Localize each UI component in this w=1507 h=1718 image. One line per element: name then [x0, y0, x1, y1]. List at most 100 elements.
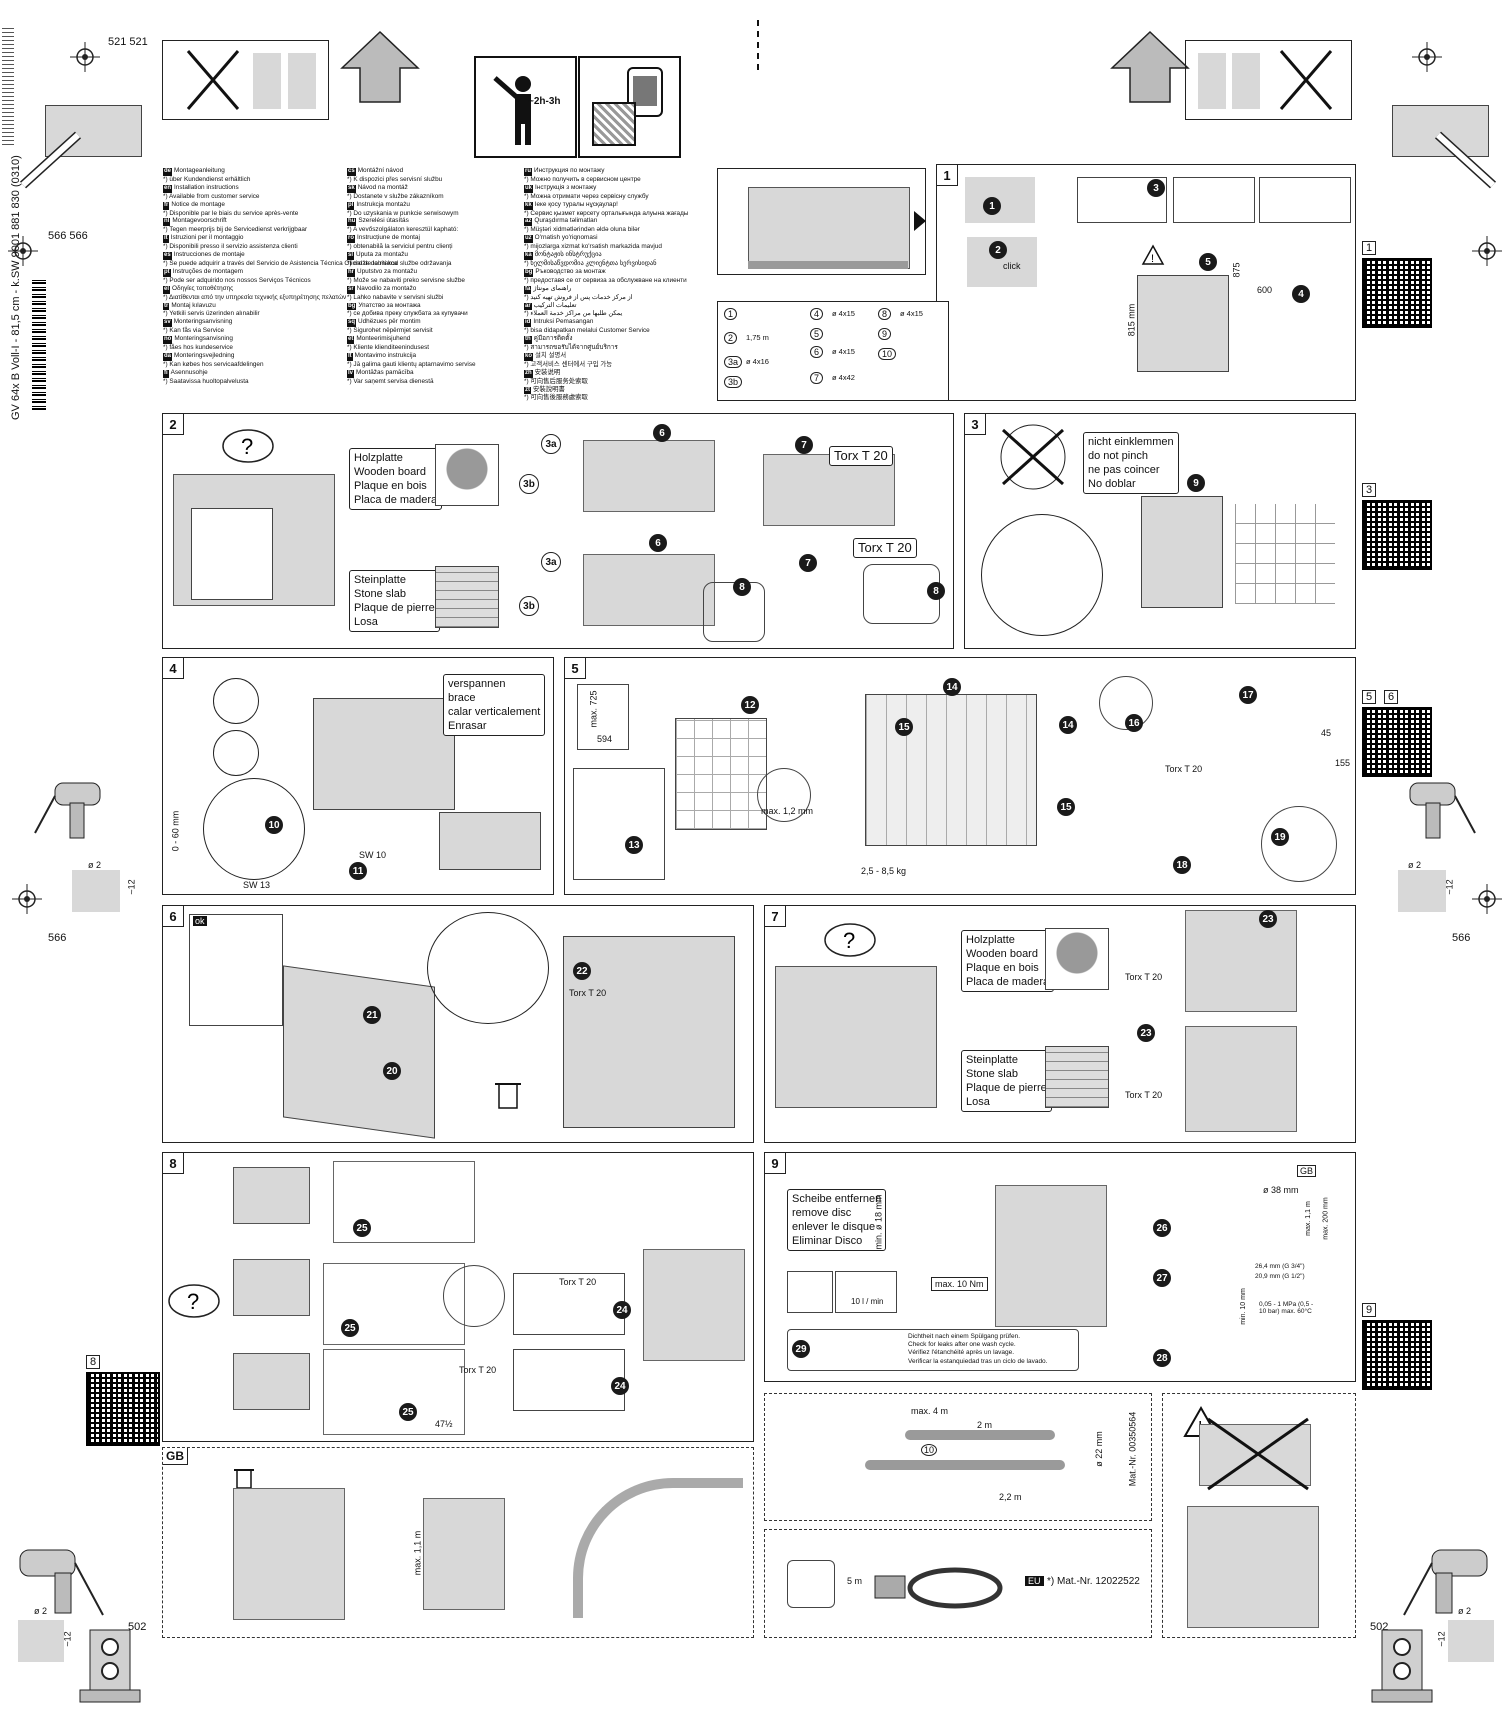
step1-circle-3: 3 [1147, 179, 1165, 197]
arrow-up-icon-right [1110, 30, 1190, 103]
stone-label-es: Losa [354, 616, 378, 628]
reg-mark-tr [1412, 42, 1442, 72]
language-code: ru [524, 168, 532, 176]
gb-max11: max. 1,1 m [412, 1530, 423, 1576]
step9-torque: max. 10 Nm [931, 1277, 988, 1291]
phone-icon [627, 67, 663, 117]
step1-click: click [1003, 261, 1021, 271]
pinch-label-fr: ne pas coincer [1088, 464, 1160, 476]
language-title: Instrucțiune de montaj [357, 234, 420, 242]
step8-option-c [233, 1353, 310, 1410]
part-number: 10 [878, 348, 897, 360]
step-5-number: 5 [565, 658, 586, 679]
qr-label-5: 5 [1362, 690, 1377, 704]
power-box: 5 m EU *) Mat.-Nr. 12022522 [764, 1529, 1152, 1638]
step4-dishwasher [313, 698, 455, 810]
profile-icon [253, 53, 281, 109]
hose-n10: 10 [921, 1444, 938, 1456]
step5-d155: 155 [1335, 758, 1351, 768]
step2-circle-3b-b: 3b [519, 596, 539, 616]
language-title: Montāžas pamācība [356, 368, 414, 376]
language-title: Instrukcja montażu [356, 200, 410, 208]
reg-mark-l [8, 236, 38, 266]
language-title: Montagevoorschrift [172, 217, 227, 225]
language-note: *) Kan fås via Service [163, 327, 225, 335]
power-mat: *) Mat.-Nr. 12022522 [1047, 1576, 1140, 1587]
drill-hole-br [1448, 1620, 1494, 1662]
svg-text:!: ! [1151, 253, 1154, 265]
drill-hole-right [1398, 870, 1446, 912]
step1-dim-815: 815 mm [1126, 303, 1137, 337]
language-code: fa [524, 285, 532, 294]
language-note: *) Yetkili servis üzerinden alınabilir [163, 310, 260, 318]
language-title: Οδηγίες τοποθέτησης [172, 284, 234, 292]
step-2-number: 2 [163, 414, 184, 435]
tree-icon [435, 444, 499, 506]
language-code: hr [347, 268, 355, 277]
step-4-number: 4 [163, 658, 184, 679]
language-note: *) Можно получить в сервисном центре [524, 175, 641, 183]
stone-label: Steinplatte Stone slab Plaque de pierre … [349, 570, 440, 632]
part-number: 5 [810, 328, 824, 340]
language-note: *) Var saņemt servisa dienestā [347, 377, 434, 385]
language-note: *) Available from customer service [163, 192, 260, 200]
step9-circle-27: 27 [1153, 1269, 1171, 1287]
hose-drain [905, 1430, 1055, 1440]
step8-torx-c: Torx T 20 [459, 1365, 497, 1375]
arrow-up-icon [340, 30, 420, 103]
cabinet-illustration-tl [45, 105, 142, 157]
language-code: uz [524, 235, 533, 244]
overview-box [717, 168, 926, 275]
language-note: *) Tegen meerprijs bij de Servicedienst … [163, 226, 308, 234]
language-code: sk [347, 184, 356, 193]
language-code: kk [524, 201, 533, 210]
left-barcode [32, 280, 46, 410]
step8-circle-25a: 25 [353, 1219, 371, 1237]
pencil-icon [19, 131, 82, 189]
drill-dia-br: ø 2 [1458, 1606, 1472, 1616]
language-code: sq [347, 319, 357, 328]
drill-depth-left: ~12 [126, 879, 137, 895]
step5-max12-detail [757, 768, 811, 822]
gb-hose-hook [423, 1498, 505, 1610]
brick-icon [435, 566, 499, 628]
step1-illustration-a [965, 177, 1035, 223]
step9-flow-icon [835, 1271, 897, 1313]
part-number: 3a [724, 356, 743, 368]
leak-de: Dichtheit nach einem Spülgang prüfen. [908, 1333, 1021, 1340]
step7-bottom-dw [1185, 1026, 1297, 1132]
step5-detail-16 [1099, 676, 1153, 730]
step-3-panel: 3 nicht einklemmen do not pinch ne pas c… [964, 413, 1356, 649]
language-title: Monteringsanvisning [173, 318, 233, 326]
step9-circle-29: 29 [792, 1340, 810, 1358]
language-title: Istruzioni per il montaggio [170, 234, 244, 242]
language-code: sl [347, 252, 355, 260]
question-cloud-icon: ? [222, 429, 274, 463]
language-code: cs [347, 168, 356, 176]
question-cloud-icon-8: ? [168, 1284, 220, 1318]
stone-label-7-es: Losa [966, 1096, 990, 1108]
language-note: *) предоставя се от сервиза за обслужван… [524, 276, 687, 284]
install-time: ~2h-3h [528, 96, 561, 107]
language-code: ko [524, 352, 534, 361]
step5-d45: 45 [1321, 728, 1332, 738]
step2-circle-8b: 8 [927, 582, 945, 600]
step-9-number: 9 [765, 1153, 786, 1174]
step5-detail-19 [1261, 806, 1337, 882]
step9-hmin10: min. 10 mm [1239, 1288, 1247, 1325]
language-note: *) Müştəri xidmətlərindən əldə oluna bil… [524, 226, 640, 234]
step5-circle-15b: 15 [1057, 798, 1075, 816]
step-7-panel: 7 ? Holzplatte Wooden board Plaque en bo… [764, 905, 1356, 1143]
language-code: zh [524, 369, 533, 378]
